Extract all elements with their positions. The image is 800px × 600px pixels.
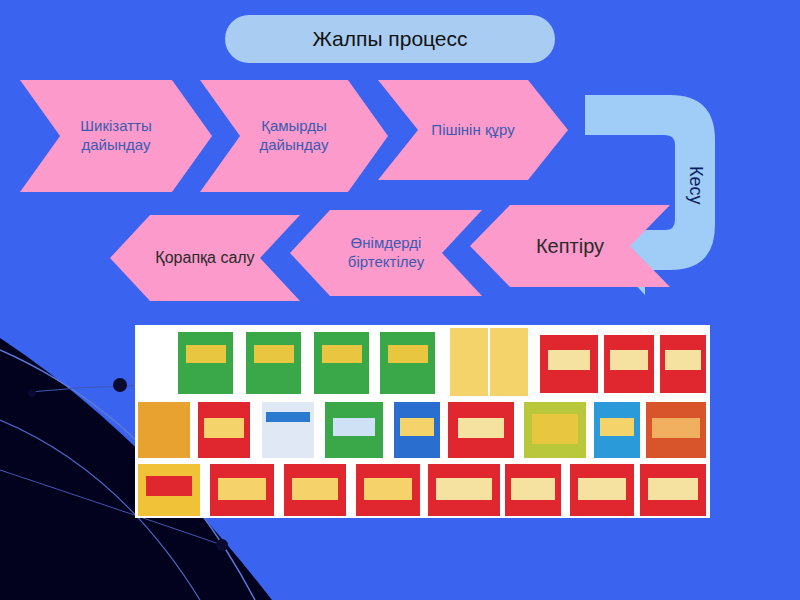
step-label: Кептіру xyxy=(536,234,604,259)
process-chevron: Қорапқа салу xyxy=(110,215,300,301)
step-label: Қорапқа салу xyxy=(155,248,254,268)
text-area: Кесу xyxy=(675,140,715,230)
node-shape xyxy=(378,80,568,180)
step-label: Шикізатты дайындау xyxy=(62,117,170,155)
node-shape xyxy=(110,215,300,301)
process-chevron: Кептіру xyxy=(470,205,670,287)
title-pill: Жалпы процесс xyxy=(225,15,555,63)
node-shape xyxy=(200,80,388,192)
dot xyxy=(113,378,127,392)
dot xyxy=(216,539,228,551)
text-area: Пішінін құру xyxy=(420,84,526,176)
process-chevron: Өнімдерді біртектілеу xyxy=(290,210,482,296)
process-chevron: Қамырды дайындау xyxy=(200,80,388,192)
step-label: Қамырды дайындау xyxy=(242,117,346,155)
step-label: Өнімдерді біртектілеу xyxy=(332,234,440,272)
text-area: Шикізатты дайындау xyxy=(62,84,170,188)
text-area: Кептіру xyxy=(512,209,628,283)
text-area: Қорапқа салу xyxy=(152,219,258,297)
title-text: Жалпы процесс xyxy=(312,26,467,52)
step-label: Пішінін құру xyxy=(431,121,514,140)
text-area: Өнімдерді біртектілеу xyxy=(332,214,440,292)
node-shape xyxy=(290,210,482,296)
text-area: Қамырды дайындау xyxy=(242,84,346,188)
step-label-vertical: Кесу xyxy=(684,166,707,205)
dot xyxy=(28,389,36,397)
process-chevron: Шикізатты дайындау xyxy=(20,80,212,192)
process-chevron: Пішінін құру xyxy=(378,80,568,180)
node-shape xyxy=(470,205,670,287)
pasta-packages-photo xyxy=(135,325,710,518)
node-shape xyxy=(20,80,212,192)
